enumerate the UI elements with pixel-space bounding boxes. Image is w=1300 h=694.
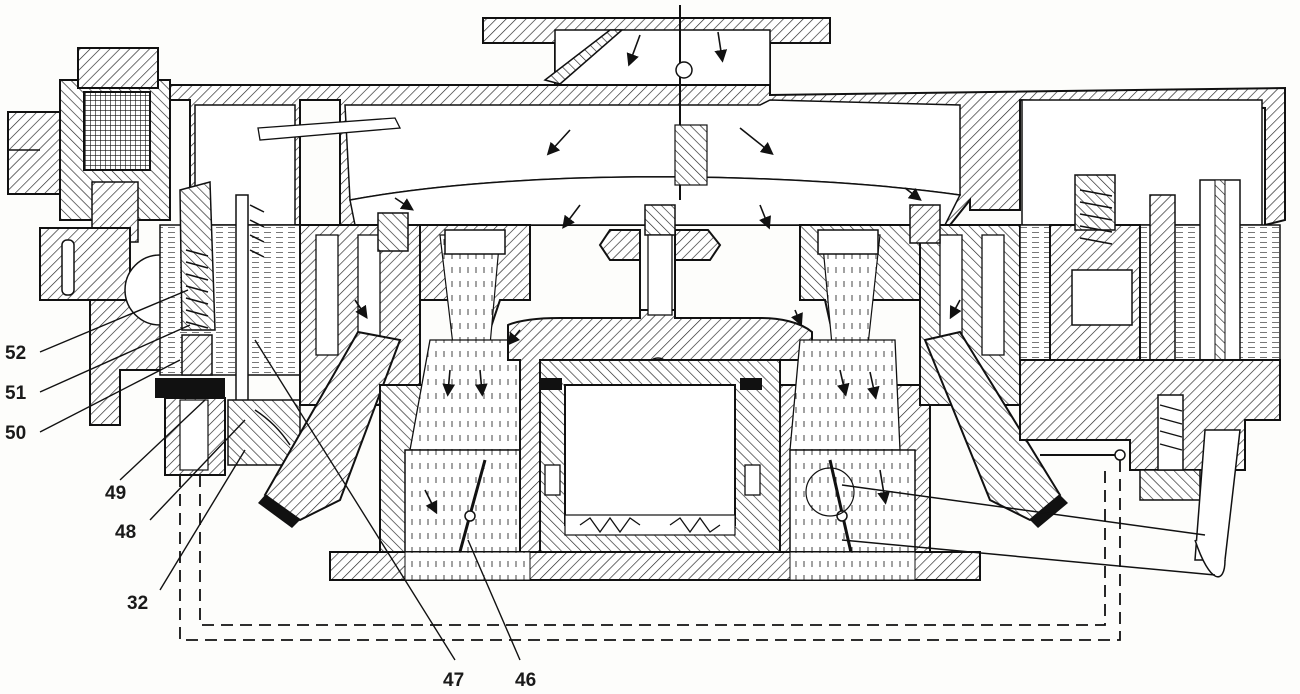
air-horn-flange [482, 17, 831, 91]
base-plate [329, 551, 981, 581]
left-jet-assembly [155, 181, 301, 476]
leader-52 [39, 289, 189, 353]
center-chamber [539, 359, 781, 566]
fuel-inlet-strainer [7, 47, 196, 426]
callout-51: 51 [5, 383, 27, 404]
gasket [155, 378, 225, 398]
callout-52: 52 [5, 343, 26, 364]
callout-labels: 52 51 50 49 48 32 47 46 [5, 343, 536, 691]
callout-47: 47 [443, 670, 464, 691]
secondary-barrel [779, 224, 931, 581]
callout-48: 48 [115, 522, 136, 543]
callout-32: 32 [127, 593, 148, 614]
carburetor-cover [159, 84, 1286, 227]
callout-46: 46 [515, 670, 536, 691]
right-wells [909, 204, 1068, 528]
right-float-chamber [1019, 174, 1281, 578]
strainer-mesh [83, 91, 151, 171]
callout-leaders [39, 289, 521, 661]
flow-arrows [354, 31, 962, 515]
throttle-linkage [841, 484, 1216, 576]
callout-49: 49 [105, 483, 126, 504]
callout-50: 50 [5, 423, 26, 444]
